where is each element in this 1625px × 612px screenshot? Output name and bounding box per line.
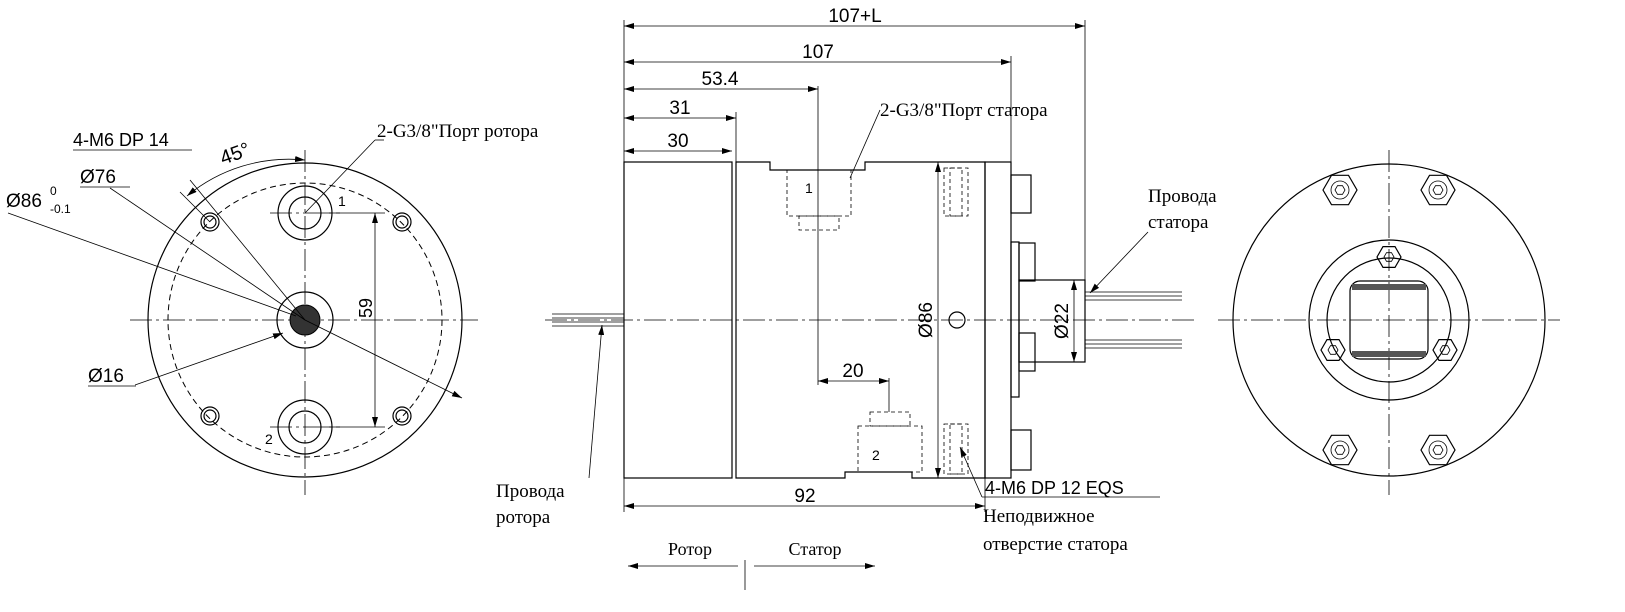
d86-tolerance-lower: -0.1 bbox=[50, 202, 71, 216]
dim-92-label: 92 bbox=[794, 486, 815, 507]
stator-port-label: 2-G3/8"Порт статора bbox=[880, 100, 1048, 121]
stator-wires-label-line2: статора bbox=[1148, 212, 1209, 233]
leader-d16 bbox=[134, 332, 284, 386]
leader-stator-port bbox=[849, 109, 881, 179]
leader-rotor-wires bbox=[588, 324, 605, 479]
rear-shaft-square bbox=[1349, 280, 1429, 360]
front-view: 59 4-M6 DP 14 45° Ø76 Ø86 0 -0.1 Ø16 2-G… bbox=[6, 121, 539, 495]
rear-inner-ring bbox=[1326, 257, 1452, 383]
legend-stator-label: Статор bbox=[788, 539, 841, 559]
d16-label: Ø16 bbox=[88, 366, 124, 387]
dim-31-label: 31 bbox=[669, 98, 690, 119]
port-2-number: 2 bbox=[265, 431, 273, 447]
stator-port-1-number: 1 bbox=[805, 180, 813, 196]
d76-label: Ø76 bbox=[80, 167, 116, 188]
leader-thread bbox=[959, 446, 983, 498]
dim-d86-label: Ø86 bbox=[916, 302, 937, 338]
stator-port-2-number: 2 bbox=[872, 447, 880, 463]
rotor-port-label: 2-G3/8"Порт ротора bbox=[377, 121, 539, 142]
rear-boss-circle bbox=[1308, 239, 1470, 401]
stator-wires-label-line1: Провода bbox=[1148, 186, 1217, 207]
side-view: 107+L 107 53.4 31 30 20 92 Ø86 Ø22 1 2 2… bbox=[496, 6, 1217, 590]
rotor-wires-label-line2: ротора bbox=[496, 507, 551, 528]
d86-tolerance-upper: 0 bbox=[50, 184, 57, 198]
rear-wire-top bbox=[1352, 284, 1426, 290]
bolt-heads bbox=[1010, 174, 1036, 471]
rear-wire-bottom bbox=[1352, 351, 1426, 357]
dim-59-label: 59 bbox=[356, 298, 376, 318]
fixed-hole-label-line1: Неподвижное bbox=[983, 506, 1095, 527]
shaft-circle-d16 bbox=[276, 291, 334, 349]
leader-d76 bbox=[109, 187, 306, 321]
thread-label: 4-M6 DP 12 EQS bbox=[985, 478, 1124, 498]
rear-outer-circle bbox=[1232, 163, 1546, 477]
stator-port-2-hidden bbox=[857, 411, 923, 473]
angle-arc-45 bbox=[186, 156, 306, 197]
stator-port-1-hidden bbox=[786, 169, 852, 231]
dim-30-label: 30 bbox=[667, 131, 688, 152]
leader-stator-wires bbox=[1089, 231, 1149, 294]
leader-d86-end bbox=[304, 319, 463, 399]
pitch-circle-d76 bbox=[167, 182, 443, 458]
rotor-wires bbox=[552, 313, 624, 327]
leader-d86 bbox=[7, 212, 297, 317]
leader-holes bbox=[189, 179, 306, 321]
legend-rotor-label: Ротор bbox=[668, 539, 712, 559]
rotor-wires-label-line1: Провода bbox=[496, 481, 565, 502]
port-1-number: 1 bbox=[338, 193, 346, 209]
dim-20-label: 20 bbox=[842, 361, 863, 382]
rear-view bbox=[1218, 150, 1560, 495]
rear-hex-bolts bbox=[1320, 174, 1458, 466]
fixed-hole bbox=[948, 311, 966, 329]
outer-flange-circle bbox=[147, 162, 463, 478]
dim-53-4-label: 53.4 bbox=[702, 69, 739, 90]
leader-rotor-port bbox=[304, 139, 376, 214]
dim-107-label: 107 bbox=[802, 42, 834, 63]
stator-wires bbox=[1085, 291, 1182, 349]
d86-label: Ø86 bbox=[6, 191, 42, 212]
dim-d22-label: Ø22 bbox=[1052, 303, 1073, 339]
stator-boss bbox=[1010, 241, 1020, 398]
holes-label: 4-M6 DP 14 bbox=[73, 130, 169, 150]
dim-107-L-label: 107+L bbox=[828, 6, 881, 27]
stator-shaft bbox=[1018, 279, 1086, 363]
mounting-holes-m6 bbox=[200, 212, 412, 426]
fixed-hole-label-line2: отверстие статора bbox=[983, 534, 1128, 555]
